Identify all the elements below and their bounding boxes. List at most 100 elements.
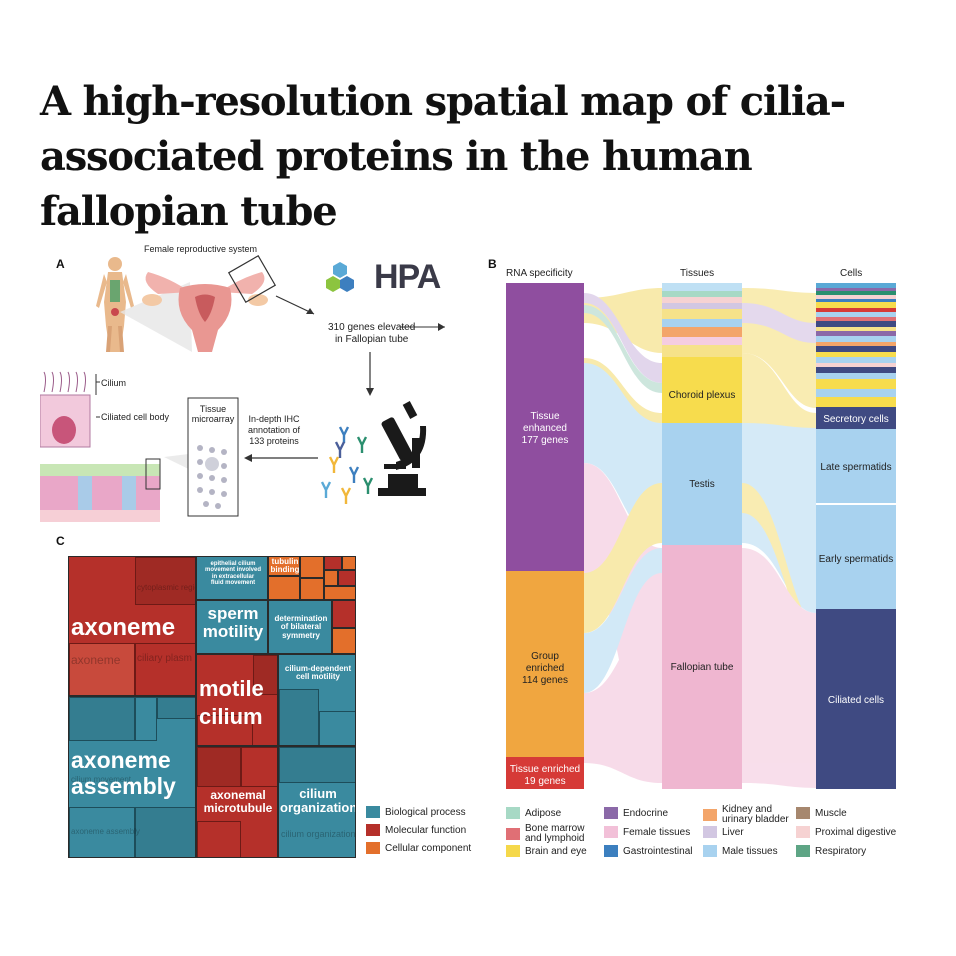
tile-cilium-dependent: cilium-dependent cell motility xyxy=(278,654,356,746)
tissue-label-fallopian-tube: Fallopian tube xyxy=(670,662,734,673)
legend-liver: Liver xyxy=(703,826,744,838)
term-cilium-dependent-line-2: cell motility xyxy=(295,672,340,682)
tile-am-sub-2 xyxy=(241,747,277,787)
tissue-label-testis: Testis xyxy=(689,479,715,490)
tile-cd-sub-2 xyxy=(319,711,355,745)
swatch-endocrine xyxy=(604,807,618,819)
tile-cd-sub-1 xyxy=(279,689,319,745)
tile-axoneme-assembly: axoneme assembly cilium movement axoneme… xyxy=(68,696,196,858)
legend-brain-eye: Brain and eye xyxy=(506,845,587,857)
antibodies-icon xyxy=(320,426,374,504)
figure-title: A high-resolution spatial map of cilia-a… xyxy=(40,78,846,235)
term-axonemal-line-2: microtubule xyxy=(203,800,273,815)
ihc-line-1: In-depth IHC xyxy=(248,414,300,424)
term-axoneme: axoneme xyxy=(71,614,176,641)
legend-respiratory-text: Respiratory xyxy=(815,845,867,857)
term-epithelial: epithelial cilium movement involved in e… xyxy=(198,561,267,586)
cell-label-ciliated: Ciliated cells xyxy=(827,695,885,706)
ihc-annotation-label: In-depth IHC annotation of 133 proteins xyxy=(248,414,300,447)
ciliated-cell-body-label: Ciliated cell body xyxy=(101,412,170,422)
tissue-node-testis xyxy=(662,423,742,545)
swatch-adipose xyxy=(506,807,520,819)
cell-node-secretory xyxy=(816,407,896,429)
rna-label-group-enriched: Group enriched 114 genes xyxy=(506,651,584,687)
panel-a-illustration xyxy=(40,254,445,522)
term-cilium-dependent: cilium-dependent cell motility xyxy=(280,664,355,682)
legend-female-text: Female tissues xyxy=(623,826,691,838)
rna-label-tissue-enhanced: Tissue enhanced 177 genes xyxy=(506,411,584,447)
cell-label-secretory: Secretory cells xyxy=(823,414,889,425)
term-sperm-motility-line-1: sperm xyxy=(207,604,259,623)
legend-adipose-text: Adipose xyxy=(525,807,562,819)
tile-mf-small-2 xyxy=(300,556,324,578)
ghost-axoneme-assembly: axoneme assembly xyxy=(71,827,140,836)
tile-ciliary-plasm xyxy=(135,643,195,695)
rna-node-group-enriched xyxy=(506,571,584,757)
swatch-cellular-component xyxy=(366,842,380,854)
legend-biological-process-text: Biological process xyxy=(385,806,466,818)
tile-mf-small-8 xyxy=(324,586,356,600)
swatch-kidney xyxy=(703,809,717,821)
swatch-liver xyxy=(703,826,717,838)
tile-am-sub-3 xyxy=(197,821,241,857)
rna-label-tissue-enriched: Tissue enriched 19 genes xyxy=(506,764,584,788)
tile-mf-small-1 xyxy=(268,576,300,600)
legend-respiratory: Respiratory xyxy=(796,845,866,857)
panel-a-label: A xyxy=(56,257,65,271)
term-determination-line-3: symmetry xyxy=(282,630,320,640)
tissue-node-fallopian-tube xyxy=(662,545,742,789)
term-axonemal-microtubule: axonemal microtubule xyxy=(198,788,277,815)
panel-b-label: B xyxy=(488,257,497,271)
legend-proximal-digestive-text: Proximal digestive xyxy=(815,826,897,838)
rna-node-tissue-enhanced xyxy=(506,283,584,571)
microscope-icon xyxy=(378,401,427,496)
legend-gastrointestinal-text: Gastrointestinal xyxy=(623,845,693,857)
term-motile-cilium-line-2: cilium xyxy=(199,704,263,729)
swatch-proximal-digestive xyxy=(796,826,810,838)
tile-sperm-motility: sperm motility xyxy=(196,600,268,654)
swatch-muscle xyxy=(796,807,810,819)
tile-mf-small-6 xyxy=(324,570,338,586)
cell-label-early-spermatids: Early spermatids xyxy=(818,554,894,565)
rna-label-ten-1: Tissue enriched xyxy=(509,764,581,775)
ihc-line-3: 133 proteins xyxy=(249,436,299,446)
rna-label-te-2: enhanced xyxy=(523,423,567,434)
term-tubulin: tubulin binding xyxy=(270,557,299,575)
tile-bp-4 xyxy=(69,807,135,857)
tile-bp-5 xyxy=(135,807,195,857)
genes-elevated-label: 310 genes elevated in Fallopian tube xyxy=(328,322,415,346)
term-cilium-organization-line-1: cilium xyxy=(299,786,337,801)
swatch-bone-marrow xyxy=(506,828,520,840)
human-figure-icon xyxy=(96,257,134,352)
term-cilium-organization-line-2: organization xyxy=(280,799,356,815)
tissue-label-choroid-plexus: Choroid plexus xyxy=(668,390,736,401)
ghost-axoneme: axoneme xyxy=(71,653,121,667)
rna-label-ten-2: 19 genes xyxy=(524,776,566,787)
tile-mc-sub-2 xyxy=(197,715,253,745)
term-determination-line-1: determination xyxy=(274,614,328,623)
rna-label-ge-2: enriched xyxy=(525,663,565,674)
legend-endocrine: Endocrine xyxy=(604,807,668,819)
tile-bp-3 xyxy=(157,697,195,719)
legend-biological-process: Biological process xyxy=(366,806,466,818)
term-axonemal-line-1: axonemal xyxy=(210,788,266,802)
term-cilium-organization: cilium organization xyxy=(280,786,356,815)
legend-male: Male tissues xyxy=(703,845,778,857)
tissue-node-choroid-plexus xyxy=(662,357,742,423)
tile-axoneme: cytoplasmic region axoneme axoneme cilia… xyxy=(68,556,196,696)
panel-c-label: C xyxy=(56,534,65,548)
legend-male-text: Male tissues xyxy=(722,845,778,857)
legend-cellular-component: Cellular component xyxy=(366,842,471,854)
legend-female: Female tissues xyxy=(604,826,690,838)
ihc-line-2: annotation of xyxy=(248,425,301,435)
epithelium-icon xyxy=(40,458,161,522)
cilium-label: Cilium xyxy=(101,378,127,388)
col-header-cells: Cells xyxy=(840,268,863,279)
rna-label-te-3: 177 genes xyxy=(521,435,569,446)
legend-molecular-function-text: Molecular function xyxy=(385,824,467,836)
cell-node-ciliated xyxy=(816,609,896,789)
rna-label-ge-3: 114 genes xyxy=(522,675,568,686)
zoom-box xyxy=(227,254,277,304)
tissue-microarray-label: Tissue microarray xyxy=(188,404,238,424)
